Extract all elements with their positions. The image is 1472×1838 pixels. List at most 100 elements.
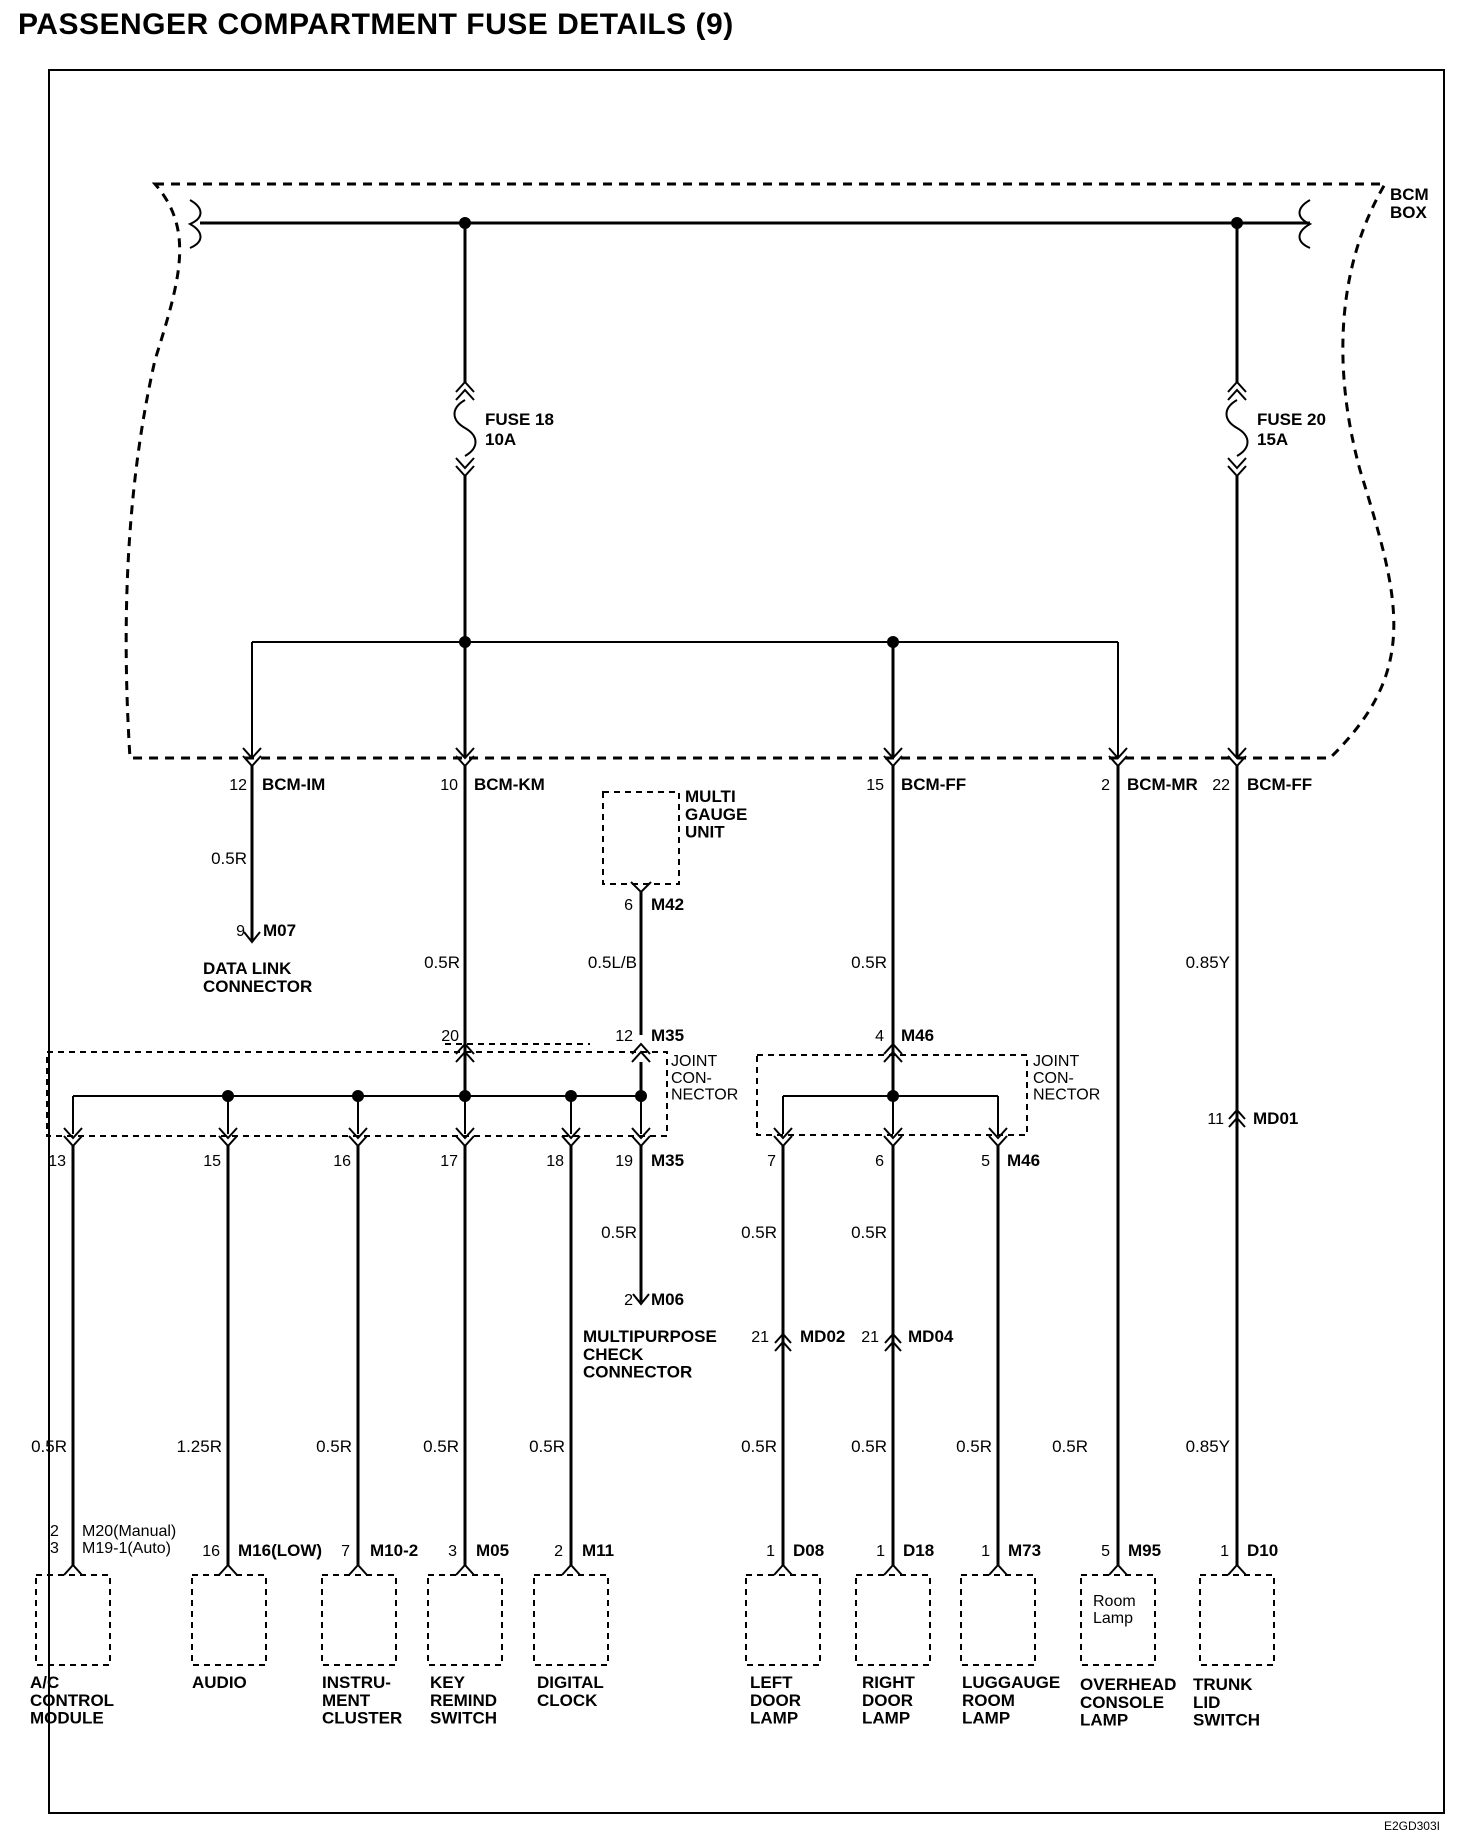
m35-pin-12-symbol [631, 1042, 651, 1063]
audio-connector: M16(LOW) [238, 1541, 322, 1560]
bcm-im-connector: BCM-IM [262, 775, 325, 794]
right-door-lamp-connector: D18 [903, 1541, 934, 1560]
digital-clock-connector: M11 [582, 1541, 614, 1560]
figure-code: E2GD303I [1384, 1819, 1440, 1833]
fuse-18-symbol [453, 380, 477, 478]
m46-input-pin: 4 [875, 1028, 884, 1045]
m35-output-pin-19: 19 [615, 1153, 633, 1170]
m35-input-pin-20: 20 [441, 1028, 459, 1045]
m35-output-pin-15: 15 [203, 1153, 221, 1170]
key-remind-switch-connector: M05 [476, 1541, 509, 1560]
audio-box [191, 1574, 267, 1666]
diagram-frame [48, 69, 1445, 1814]
trunk-lid-switch-box [1199, 1574, 1275, 1666]
multipurpose-wire: 0.5R [601, 1223, 637, 1242]
multi-gauge-connector: M42 [651, 895, 684, 914]
m35-output-pin-16: 16 [333, 1153, 351, 1170]
key-remind-switch-box [427, 1574, 503, 1666]
fuse-18-name: FUSE 18 [485, 410, 554, 429]
multipurpose-connector: M06 [651, 1290, 684, 1309]
m46-output-pin-6: 6 [875, 1153, 884, 1170]
overhead-console-lamp-connector: M95 [1128, 1541, 1161, 1560]
md04-pin: 21 [861, 1329, 879, 1346]
fuse-20-name: FUSE 20 [1257, 410, 1326, 429]
luggage-room-lamp-pin: 1 [981, 1543, 990, 1560]
bcm-im-pin: 12 [229, 777, 247, 794]
digital-clock-pin: 2 [554, 1543, 563, 1560]
bcm-mr-connector: BCM-MR [1127, 775, 1198, 794]
trunk-lid-switch-pin: 1 [1220, 1543, 1229, 1560]
m35-output-connector: M35 [651, 1151, 684, 1170]
m35-output-pin-18: 18 [546, 1153, 564, 1170]
bcm-ff-22-connector: BCM-FF [1247, 775, 1312, 794]
instrument-cluster-wire: 0.5R [316, 1437, 352, 1456]
trunk-upper-wire: 0.85Y [1186, 953, 1230, 972]
fuse-20-rating: 15A [1257, 430, 1288, 449]
bcm-mr-pin: 2 [1101, 777, 1110, 794]
md02-connector: MD02 [800, 1327, 845, 1346]
m46-input-connector: M46 [901, 1026, 934, 1045]
m35-input-pin-12: 12 [615, 1028, 633, 1045]
md02-pin: 21 [751, 1329, 769, 1346]
m46-output-pin-7: 7 [767, 1153, 776, 1170]
audio-name: AUDIO [192, 1673, 247, 1692]
m46-output-pin-5: 5 [981, 1153, 990, 1170]
right-door-upper-wire: 0.5R [851, 1223, 887, 1242]
m46-output-connector: M46 [1007, 1151, 1040, 1170]
overhead-console-lamp-pin: 5 [1101, 1543, 1110, 1560]
right-door-lamp-box [855, 1574, 931, 1666]
trunk-lid-switch-wire: 0.85Y [1186, 1437, 1230, 1456]
ac-control-module-wire: 0.5R [31, 1437, 67, 1456]
bcm-box-outline [124, 182, 1396, 760]
data-link-connector: M07 [263, 921, 296, 940]
bcm-ff-15-pin: 15 [866, 777, 884, 794]
instrument-cluster-pin: 7 [341, 1543, 350, 1560]
luggage-room-lamp-connector: M73 [1008, 1541, 1041, 1560]
bcm-ff-15-connector: BCM-FF [901, 775, 966, 794]
page-title: PASSENGER COMPARTMENT FUSE DETAILS (9) [18, 8, 734, 41]
left-door-lamp-pin: 1 [766, 1543, 775, 1560]
bus-break-left [187, 199, 202, 249]
bcm-km-wire: 0.5R [424, 953, 460, 972]
left-door-lamp-connector: D08 [793, 1541, 824, 1560]
m46-pin-4-symbol [883, 1042, 903, 1063]
m35-pin-20-symbol [455, 1042, 475, 1063]
data-link-pin: 9 [236, 923, 245, 940]
key-remind-switch-pin: 3 [448, 1543, 457, 1560]
instrument-cluster-connector: M10-2 [370, 1541, 418, 1560]
data-link-wire: 0.5R [211, 849, 247, 868]
multi-gauge-pin: 6 [624, 897, 633, 914]
fuse-20-symbol [1225, 380, 1249, 478]
md01-connector: MD01 [1253, 1109, 1298, 1128]
digital-clock-wire: 0.5R [529, 1437, 565, 1456]
md04-connector: MD04 [908, 1327, 954, 1346]
ac-control-module-box [35, 1574, 111, 1666]
bcm-km-connector: BCM-KM [474, 775, 545, 794]
multi-gauge-wire: 0.5L/B [588, 953, 637, 972]
digital-clock-box [533, 1574, 609, 1666]
joint-connector-m46-box [756, 1054, 1028, 1136]
left-door-upper-wire: 0.5R [741, 1223, 777, 1242]
bcm-km-pin: 10 [440, 777, 458, 794]
luggage-room-lamp-wire: 0.5R [956, 1437, 992, 1456]
left-door-lamp-wire: 0.5R [741, 1437, 777, 1456]
multi-gauge-unit-box [602, 791, 680, 885]
luggage-room-lamp-box [960, 1574, 1036, 1666]
audio-pin: 16 [202, 1543, 220, 1560]
instrument-cluster-box [321, 1574, 397, 1666]
fuse-18-rating: 10A [485, 430, 516, 449]
